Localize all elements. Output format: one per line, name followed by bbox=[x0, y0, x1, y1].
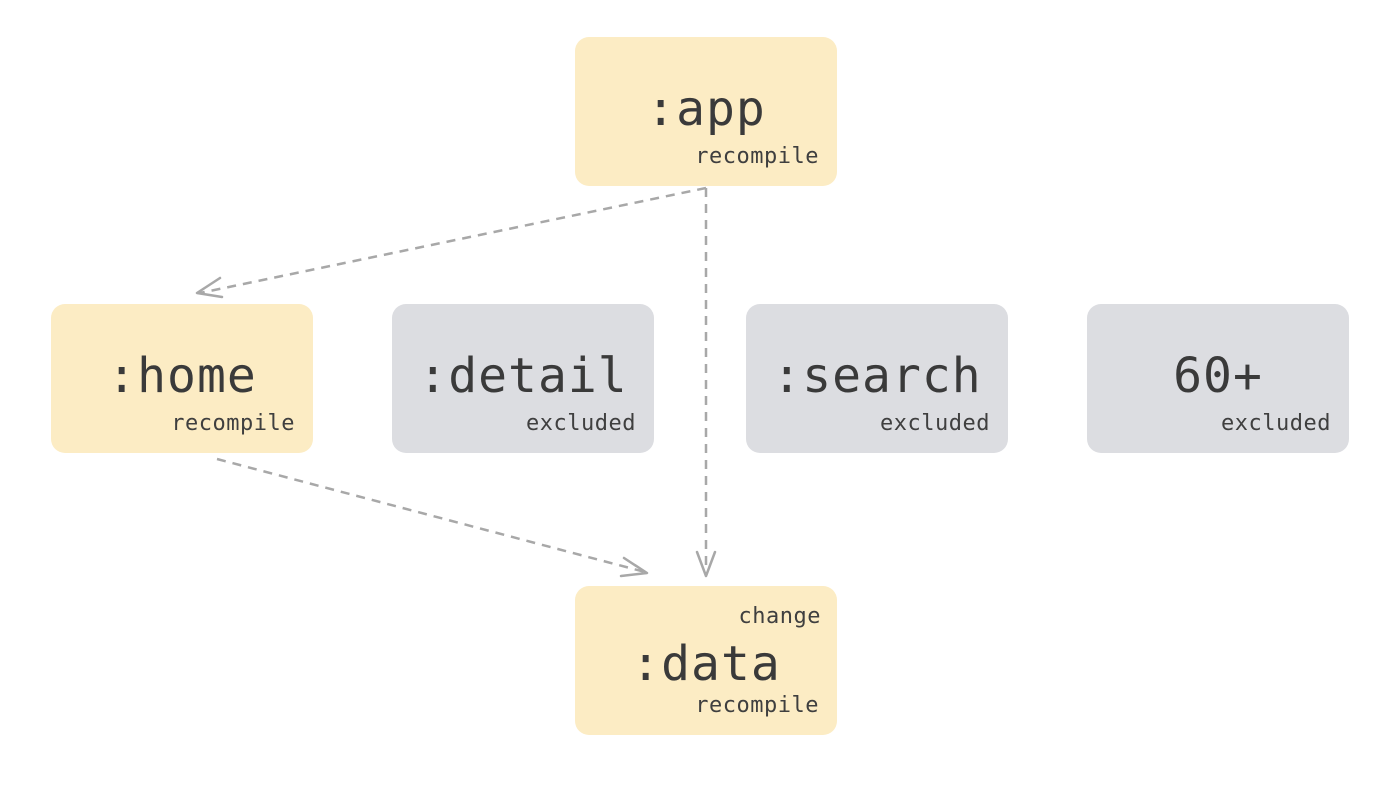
arrowhead-home-icon bbox=[195, 276, 224, 299]
module-node-app[interactable]: :app recompile bbox=[575, 37, 837, 186]
module-status: recompile bbox=[695, 144, 819, 169]
module-node-data[interactable]: change :data recompile bbox=[575, 586, 837, 735]
module-name: 60+ bbox=[1173, 348, 1263, 404]
module-name: :app bbox=[646, 81, 766, 137]
module-node-home[interactable]: :home recompile bbox=[51, 304, 313, 453]
edge-home-to-data bbox=[216, 457, 646, 574]
module-name: :home bbox=[107, 348, 257, 404]
module-status: excluded bbox=[526, 411, 636, 436]
module-name: :data bbox=[631, 636, 781, 692]
module-status: recompile bbox=[695, 693, 819, 718]
arrowhead-data-left-icon bbox=[619, 556, 649, 578]
module-node-more[interactable]: 60+ excluded bbox=[1087, 304, 1349, 453]
module-status: excluded bbox=[1221, 411, 1331, 436]
module-change-note: change bbox=[738, 604, 821, 629]
module-node-search[interactable]: :search excluded bbox=[746, 304, 1008, 453]
module-status: recompile bbox=[171, 411, 295, 436]
module-name: :detail bbox=[418, 348, 628, 404]
edge-app-to-home bbox=[199, 186, 707, 295]
module-status: excluded bbox=[880, 411, 990, 436]
module-name: :search bbox=[772, 348, 982, 404]
arrowhead-data-top-icon bbox=[695, 550, 717, 578]
module-node-detail[interactable]: :detail excluded bbox=[392, 304, 654, 453]
